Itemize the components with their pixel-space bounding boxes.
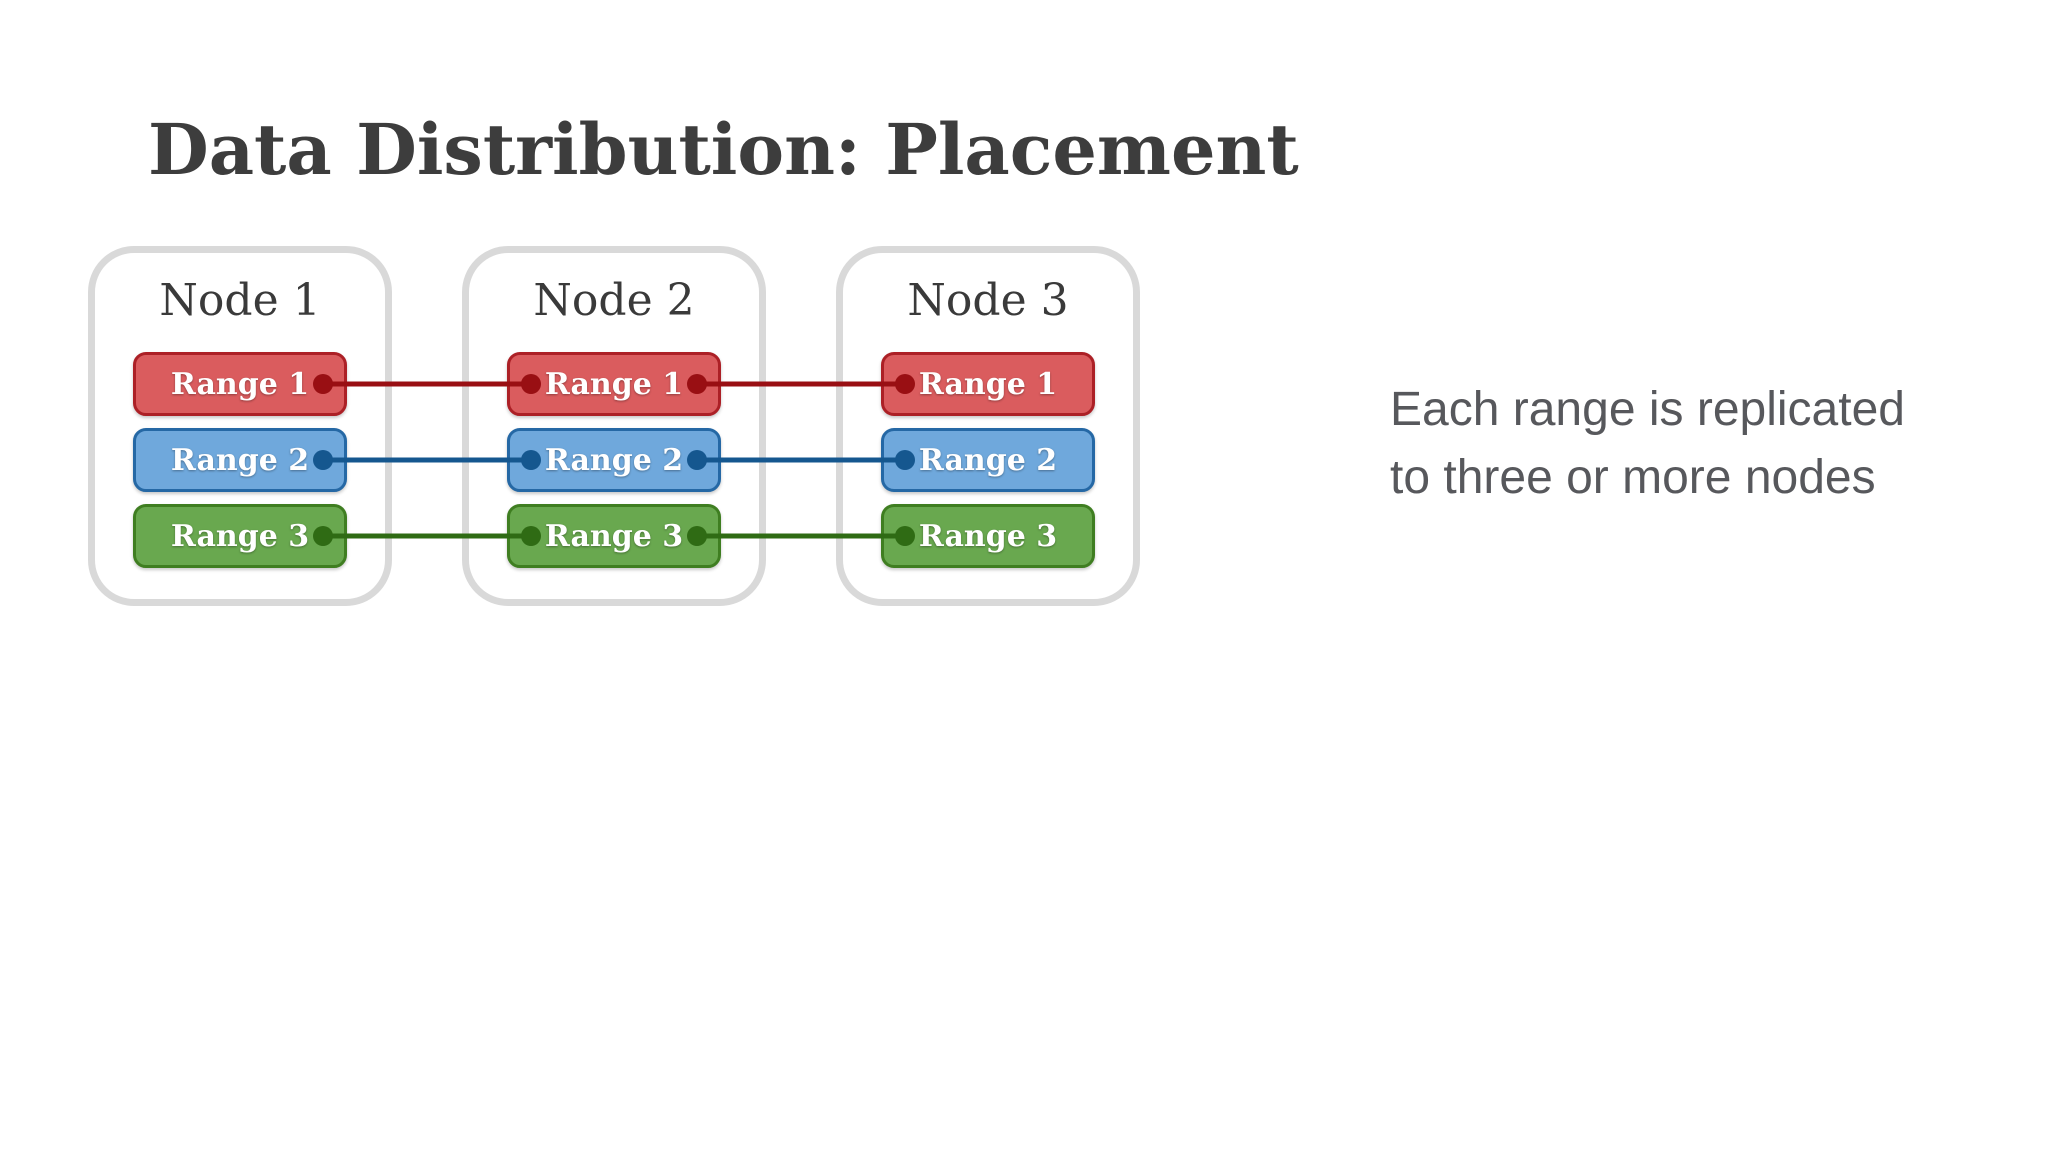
range-label: Range 3 [918,518,1058,554]
node-2-range-1: Range 1 [507,352,721,416]
node-card-3: Node 3 Range 1 Range 2 Range 3 [836,246,1140,606]
node-1-range-3: Range 3 [133,504,347,568]
annotation-line-2: to three or more nodes [1390,451,1876,504]
range-label: Range 1 [918,366,1058,402]
range-label: Range 1 [170,366,310,402]
node-2-title: Node 2 [533,275,695,326]
node-3-title: Node 3 [907,275,1069,326]
annotation-line-1: Each range is replicated [1390,383,1905,436]
slide-title: Data Distribution: Placement [148,108,1299,191]
node-1-title: Node 1 [159,275,321,326]
node-1-range-2: Range 2 [133,428,347,492]
range-label: Range 2 [544,442,684,478]
range-label: Range 3 [170,518,310,554]
range-label: Range 2 [918,442,1058,478]
node-3-range-1: Range 1 [881,352,1095,416]
range-label: Range 2 [170,442,310,478]
node-2-range-2: Range 2 [507,428,721,492]
annotation-text: Each range is replicated to three or mor… [1390,376,1905,512]
node-3-range-3: Range 3 [881,504,1095,568]
node-card-1: Node 1 Range 1 Range 2 Range 3 [88,246,392,606]
node-2-range-3: Range 3 [507,504,721,568]
node-card-2: Node 2 Range 1 Range 2 Range 3 [462,246,766,606]
range-label: Range 3 [544,518,684,554]
node-1-range-1: Range 1 [133,352,347,416]
node-3-range-2: Range 2 [881,428,1095,492]
range-label: Range 1 [544,366,684,402]
